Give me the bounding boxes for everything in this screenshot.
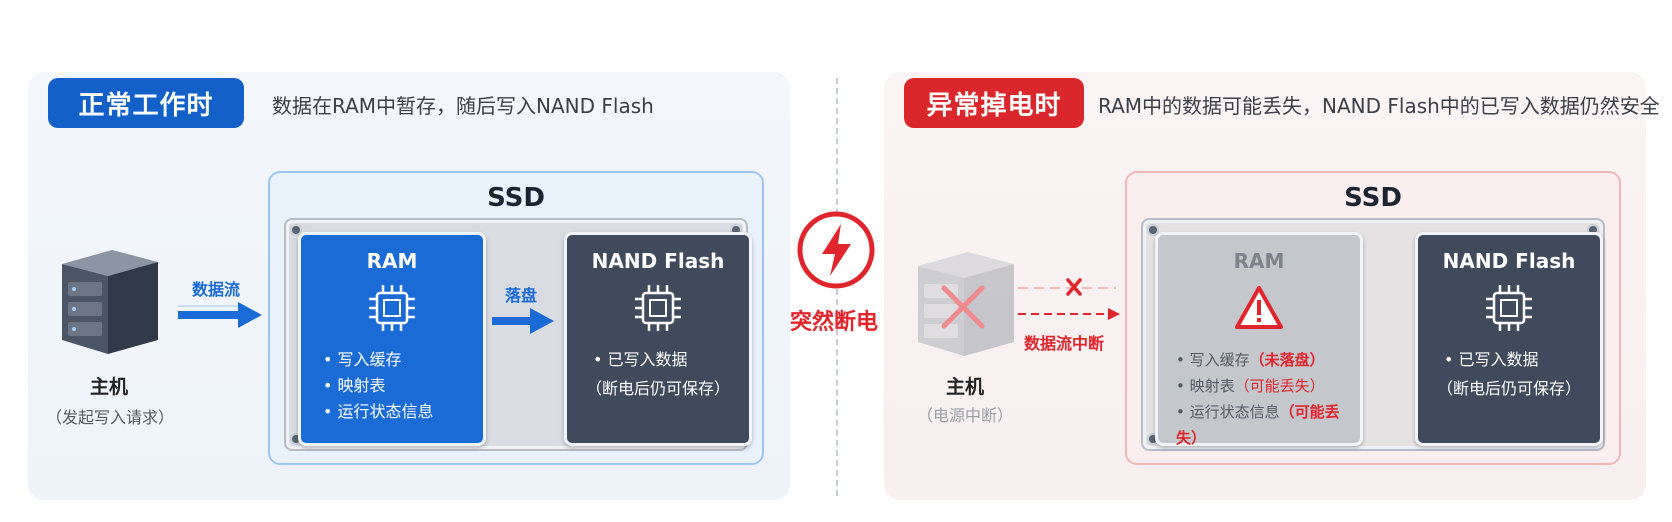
lightning-icon xyxy=(797,211,875,289)
list-item: 已写入数据 xyxy=(1444,347,1539,373)
host-sub-label: （电源中断） xyxy=(916,406,1013,425)
nand-chip: NAND Flash 已写入数据 （断电后仍可保存） xyxy=(1415,232,1603,446)
nand-note: （断电后仍可保存） xyxy=(585,379,730,398)
ram-chip-lost: RAM 写入缓存（未落盘） 映射表（可能丢失） 运行状态信息（可能丢失） xyxy=(1155,232,1363,447)
nand-items: 已写入数据 xyxy=(1444,347,1539,373)
interrupted-flow-label: 数据流中断 xyxy=(1024,334,1105,353)
server-icon xyxy=(62,250,158,354)
list-item: 映射表（可能丢失） xyxy=(1176,373,1360,399)
screw xyxy=(290,224,302,236)
warning-icon xyxy=(1235,286,1283,329)
ssd-title: SSD xyxy=(487,183,545,213)
list-item: 写入缓存 xyxy=(323,347,434,373)
abnormal-description: RAM中的数据可能丢失，NAND Flash中的已写入数据仍然安全 xyxy=(1098,94,1660,118)
data-flow-arrow-icon xyxy=(178,302,262,328)
ram-items: 写入缓存（未落盘） 映射表（可能丢失） 运行状态信息（可能丢失） xyxy=(1176,347,1360,451)
list-item: 运行状态信息（可能丢失） xyxy=(1176,399,1360,451)
chip-icon xyxy=(369,285,415,331)
cross-icon xyxy=(941,285,985,329)
status-badge: （可能丢失） xyxy=(1234,377,1325,395)
host-label: 主机 xyxy=(89,376,128,398)
status-badge: （可能丢失） xyxy=(1176,403,1340,447)
host-label: 主机 xyxy=(945,376,984,398)
chip-icon xyxy=(635,285,681,331)
ssd-board: RAM 写入缓存 映射表 运行状态信息 NAND Flash xyxy=(284,218,752,451)
data-flow-label: 数据流 xyxy=(192,280,241,299)
ram-chip: RAM 写入缓存 映射表 运行状态信息 xyxy=(298,232,486,446)
ssd-title: SSD xyxy=(1344,183,1402,213)
ssd-board: RAM 写入缓存（未落盘） 映射表（可能丢失） 运行状态信息（可能丢失） NAN… xyxy=(1141,218,1605,451)
nand-title: NAND Flash xyxy=(1442,249,1576,273)
abnormal-tag: 异常掉电时 xyxy=(904,78,1084,128)
flush-label: 落盘 xyxy=(505,286,538,305)
ram-title: RAM xyxy=(366,249,418,273)
list-item: 写入缓存（未落盘） xyxy=(1176,347,1360,373)
normal-tag: 正常工作时 xyxy=(48,78,244,128)
server-icon-offline xyxy=(918,252,1014,356)
normal-description: 数据在RAM中暂存，随后写入NAND Flash xyxy=(272,94,654,118)
list-item: 映射表 xyxy=(323,373,434,399)
nand-chip: NAND Flash 已写入数据 （断电后仍可保存） xyxy=(564,232,752,446)
power-loss-label: 突然断电 xyxy=(790,310,879,335)
list-item: 运行状态信息 xyxy=(323,399,434,425)
nand-note: （断电后仍可保存） xyxy=(1436,379,1581,398)
nand-title: NAND Flash xyxy=(591,249,725,273)
screw xyxy=(1147,224,1159,236)
interrupted-flow-arrow-icon xyxy=(1018,278,1120,320)
list-item: 已写入数据 xyxy=(593,347,688,373)
ram-items: 写入缓存 映射表 运行状态信息 xyxy=(323,347,434,425)
ram-title: RAM xyxy=(1233,249,1285,273)
flush-arrow-icon xyxy=(492,308,554,334)
ssd-power-loss: SSD RAM 写入缓存（未落盘） 映射表（可能丢失） 运行状态信息（可能丢失）… xyxy=(1125,171,1621,465)
status-badge: （未落盘） xyxy=(1249,351,1325,369)
host-sub-label: （发起写入请求） xyxy=(45,408,174,427)
nand-items: 已写入数据 xyxy=(593,347,688,373)
chip-icon xyxy=(1486,285,1532,331)
